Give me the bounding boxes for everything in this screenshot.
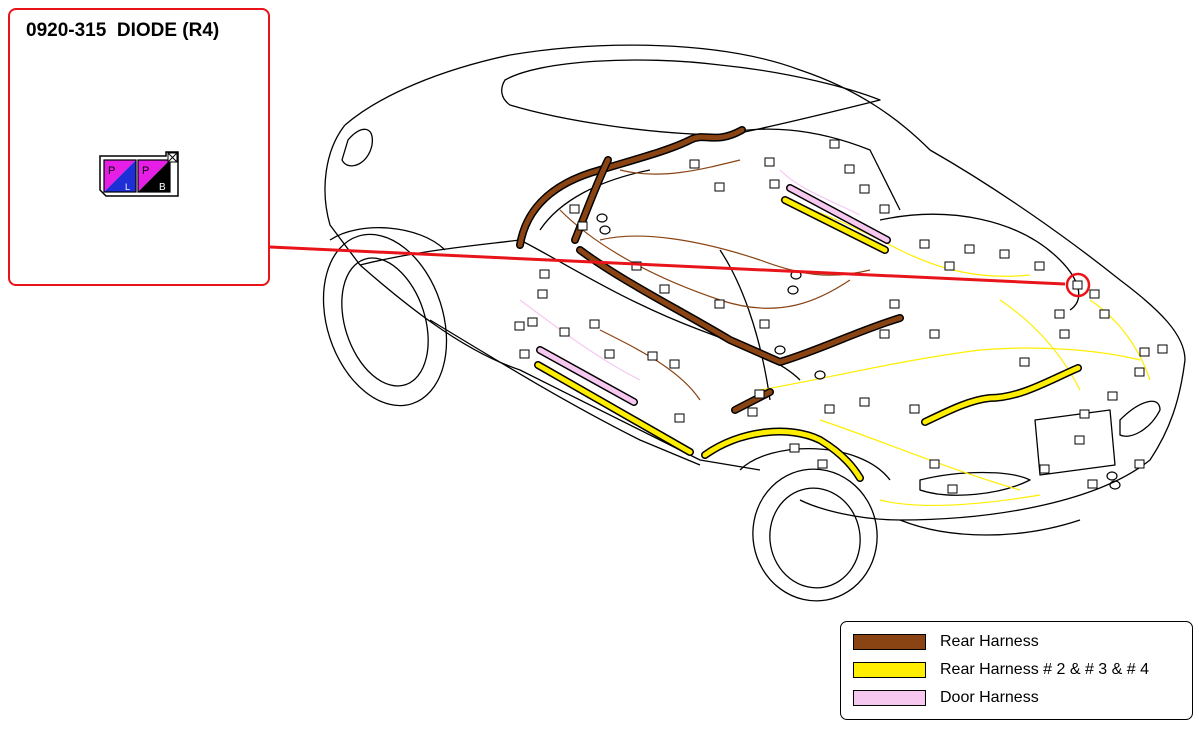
rear-harness-bundles — [516, 126, 904, 414]
diode-connector-face: P L P B — [99, 151, 179, 197]
pin-2-top-label: P — [142, 165, 149, 177]
leader-line — [269, 245, 1066, 286]
legend-item-rear-harness: Rear Harness — [853, 632, 1039, 652]
legend-label: Rear Harness # 2 & # 3 & # 4 — [940, 661, 1149, 678]
pin-1-bottom-label: L — [125, 182, 130, 192]
rear-wheel — [739, 448, 891, 602]
pin-2-bottom-label: B — [159, 182, 166, 193]
legend-swatch — [853, 634, 926, 650]
legend-swatch — [853, 690, 926, 706]
legend-swatch — [853, 662, 926, 678]
connector-blocks — [514, 139, 1168, 494]
pin-2-b — [138, 160, 170, 192]
legend-label: Door Harness — [940, 689, 1039, 706]
thin-branch-wires — [519, 159, 1151, 507]
pin-1-top-label: P — [108, 165, 115, 177]
highlighted-diode-connector — [1072, 280, 1083, 290]
component-title: 0920-315 DIODE (R4) — [26, 20, 220, 41]
component-callout-box: 0920-315 DIODE (R4) P L P B — [8, 8, 270, 286]
legend-label: Rear Harness — [940, 633, 1039, 650]
harness-legend: Rear Harness Rear Harness # 2 & # 3 & # … — [840, 621, 1193, 720]
legend-item-door-harness: Door Harness — [853, 688, 1039, 708]
car-body-outline — [324, 44, 1186, 536]
legend-item-rear-harness-2-3-4: Rear Harness # 2 & # 3 & # 4 — [853, 660, 1149, 680]
grommets — [596, 213, 1121, 490]
rear-harness-2-3-4-bundles — [534, 196, 1082, 482]
pin-1-l — [104, 160, 136, 192]
location-highlight-circle — [1065, 272, 1091, 298]
door-harness-bundles — [536, 184, 891, 406]
front-wheel — [322, 227, 448, 407]
